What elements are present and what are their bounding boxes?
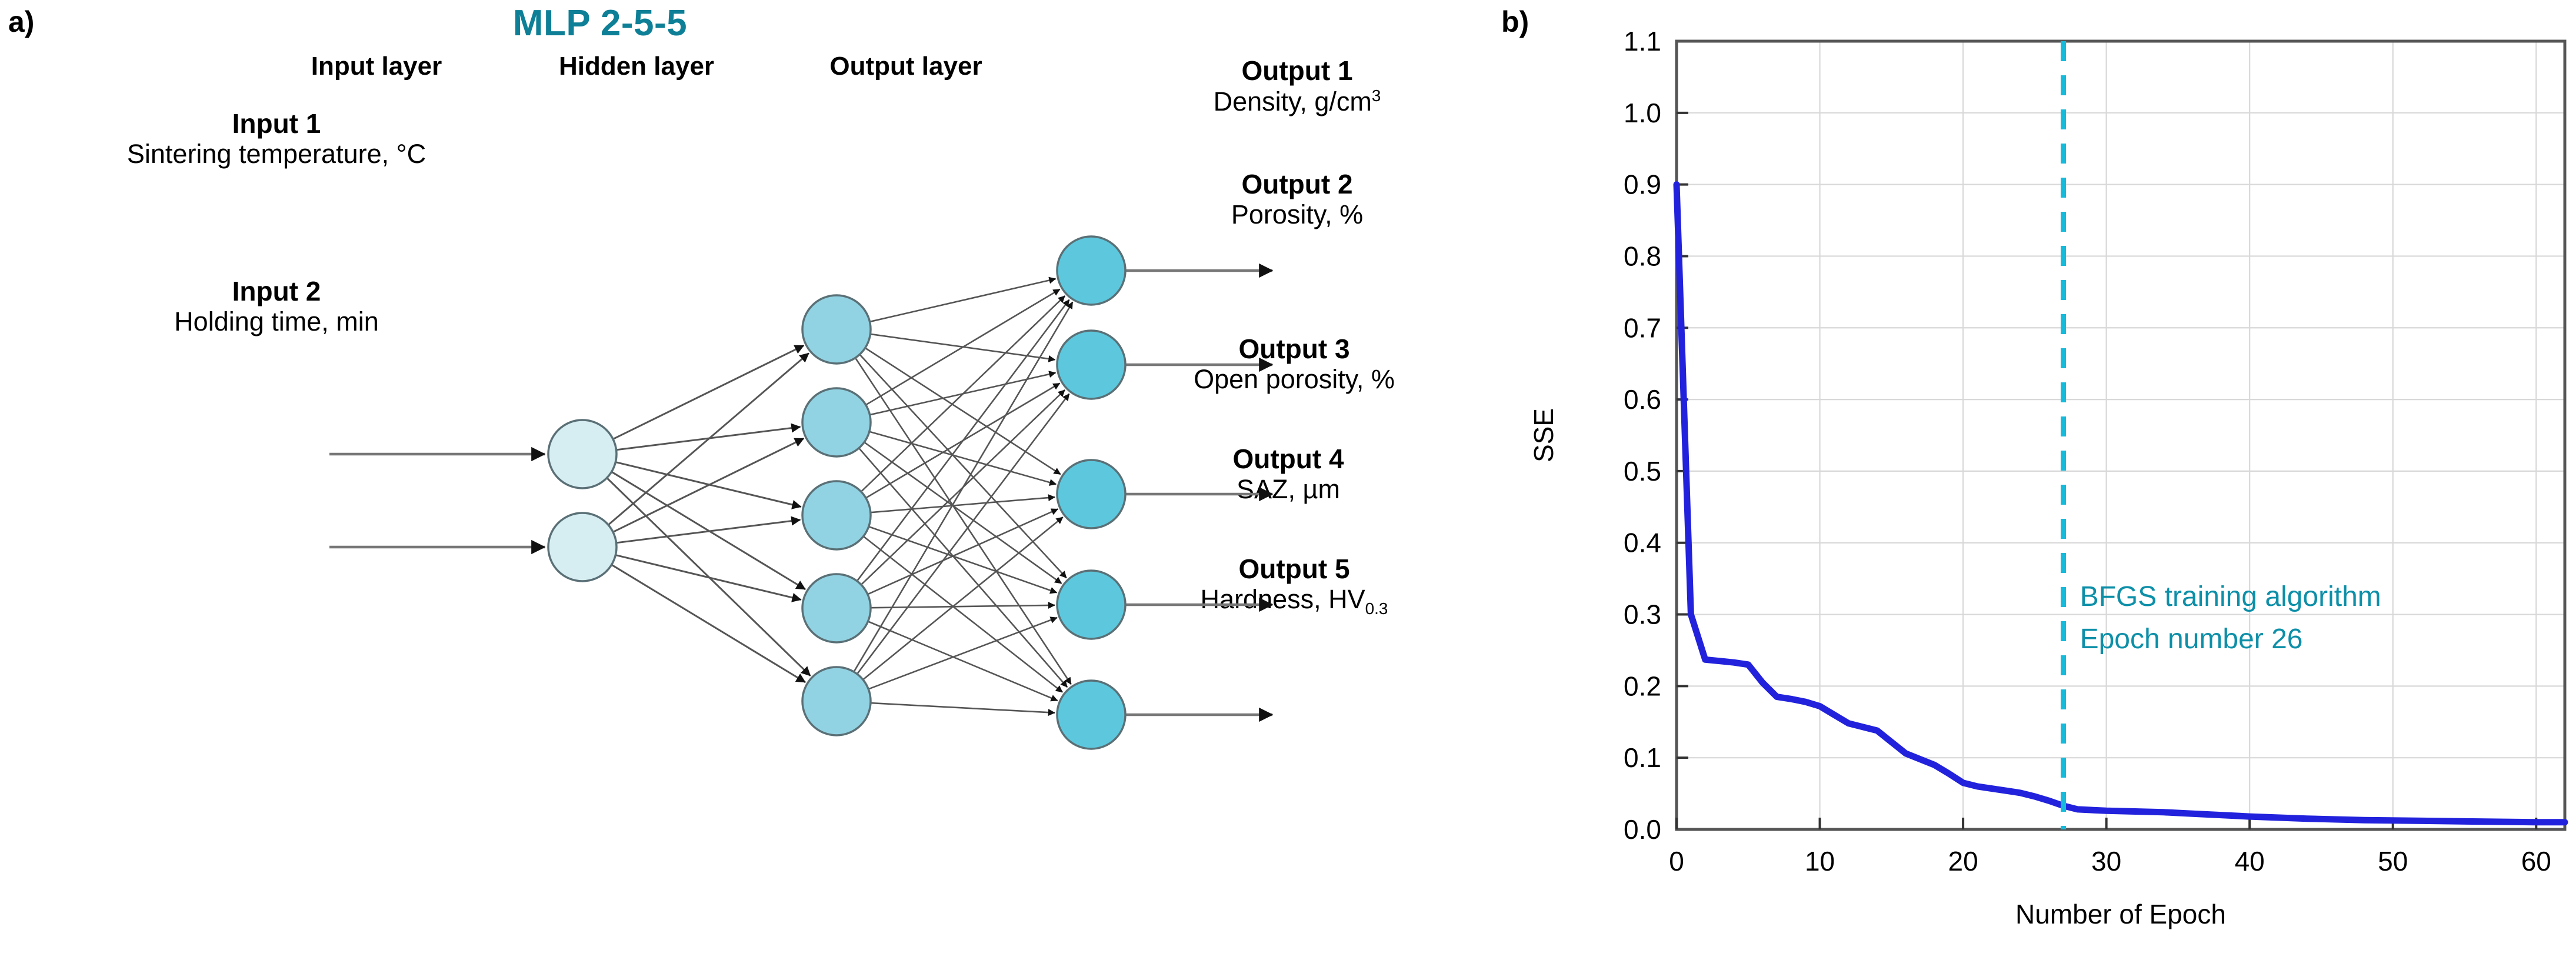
chart-frame xyxy=(1675,39,2567,831)
network-nodes xyxy=(547,235,1127,750)
chart-series-line xyxy=(1673,181,2568,826)
y-tick-label: 0.4 xyxy=(1624,528,1661,558)
output-1-label: Output 1 Density, g/cm3 xyxy=(1115,55,1479,116)
output-5-name: Output 5 xyxy=(1238,554,1350,584)
y-tick-label: 0.6 xyxy=(1624,384,1661,415)
output-2-name: Output 2 xyxy=(1241,169,1353,199)
y-tick-label: 0.2 xyxy=(1624,671,1661,701)
hidden-node-3 xyxy=(801,480,872,551)
chart-axis-titles: Number of Epoch SSE xyxy=(1528,408,2226,929)
output-3-name: Output 3 xyxy=(1238,334,1350,364)
output-node-1 xyxy=(1056,235,1127,306)
y-tick-label: 0.0 xyxy=(1624,814,1661,845)
y-tick-label: 0.7 xyxy=(1624,312,1661,343)
output-2-desc: Porosity, % xyxy=(1231,199,1364,229)
chart-gridlines xyxy=(1677,41,2565,829)
hidden-node-5 xyxy=(801,666,872,736)
mlp-title: MLP 2-5-5 xyxy=(512,3,688,44)
output-node-3 xyxy=(1056,459,1127,529)
output-4-label: Output 4 SAZ, µm xyxy=(1106,444,1471,504)
input-2-desc: Holding time, min xyxy=(174,306,379,336)
hidden-node-1 xyxy=(801,294,872,365)
output-node-4 xyxy=(1056,569,1127,640)
io-arrows xyxy=(329,263,1274,722)
annotation-line-2: Epoch number 26 xyxy=(2080,624,2303,655)
output-4-name: Output 4 xyxy=(1232,444,1344,474)
panel-b-label: b) xyxy=(1501,5,1529,38)
chart-tick-labels: 0.0 0.1 0.2 0.3 0.4 0.5 0.6 0.7 0.8 0.9 1.0 1.1 0 10 2… xyxy=(1624,26,2551,876)
input-2-name: Input 2 xyxy=(232,276,321,306)
output-4-desc: SAZ, µm xyxy=(1237,474,1340,504)
output-3-desc: Open porosity, % xyxy=(1194,364,1395,394)
output-layer-caption: Output layer xyxy=(829,52,982,81)
panel-a-label: a) xyxy=(8,5,35,38)
hidden-node-4 xyxy=(801,573,872,644)
input-node-1 xyxy=(547,419,618,489)
x-tick-label: 40 xyxy=(2235,846,2265,876)
x-tick-label: 0 xyxy=(1669,846,1684,876)
input-node-2 xyxy=(547,512,618,582)
x-axis-title: Number of Epoch xyxy=(2015,899,2226,929)
input-1-name: Input 1 xyxy=(232,108,321,139)
y-tick-label: 0.1 xyxy=(1624,742,1661,773)
sse-training-chart: 0.0 0.1 0.2 0.3 0.4 0.5 0.6 0.7 0.8 0.9 1.0 1.1 0 10 2… xyxy=(1528,26,2568,929)
output-5-desc: Hardness, HV0.3 xyxy=(1200,584,1388,618)
y-tick-label: 0.9 xyxy=(1624,169,1661,200)
y-tick-label: 0.3 xyxy=(1624,599,1661,630)
y-axis-title: SSE xyxy=(1528,408,1559,462)
x-tick-label: 20 xyxy=(1948,846,1978,876)
input-1-label: Input 1 Sintering temperature, °C xyxy=(0,108,553,169)
network-graph xyxy=(329,235,1274,750)
input-1-desc: Sintering temperature, °C xyxy=(126,138,426,169)
x-tick-label: 10 xyxy=(1805,846,1835,876)
y-tick-label: 1.0 xyxy=(1624,98,1661,128)
output-5-label: Output 5 Hardness, HV0.3 xyxy=(1106,554,1482,618)
y-tick-label: 1.1 xyxy=(1624,26,1661,56)
x-tick-label: 60 xyxy=(2521,846,2551,876)
hidden-layer-caption: Hidden layer xyxy=(558,52,715,81)
output-1-name: Output 1 xyxy=(1241,55,1353,86)
output-3-label: Output 3 Open porosity, % xyxy=(1106,334,1482,394)
input-2-label: Input 2 Holding time, min xyxy=(0,276,553,336)
x-tick-label: 30 xyxy=(2091,846,2121,876)
sse-curve xyxy=(1673,181,2568,826)
network-edges xyxy=(606,276,1074,716)
x-tick-label: 50 xyxy=(2378,846,2408,876)
y-tick-label: 0.5 xyxy=(1624,456,1661,486)
hidden-node-2 xyxy=(801,387,872,458)
output-1-desc: Density, g/cm3 xyxy=(1213,86,1381,116)
y-tick-label: 0.8 xyxy=(1624,241,1661,271)
input-layer-caption: Input layer xyxy=(311,52,442,81)
panel-a-network-diagram: a) MLP 2-5-5 Input layer Hidden layer Ou… xyxy=(0,3,1482,750)
annotation-line-1: BFGS training algorithm xyxy=(2080,581,2381,612)
output-node-2 xyxy=(1056,329,1127,400)
output-node-5 xyxy=(1056,679,1127,750)
output-2-label: Output 2 Porosity, % xyxy=(1115,169,1479,229)
